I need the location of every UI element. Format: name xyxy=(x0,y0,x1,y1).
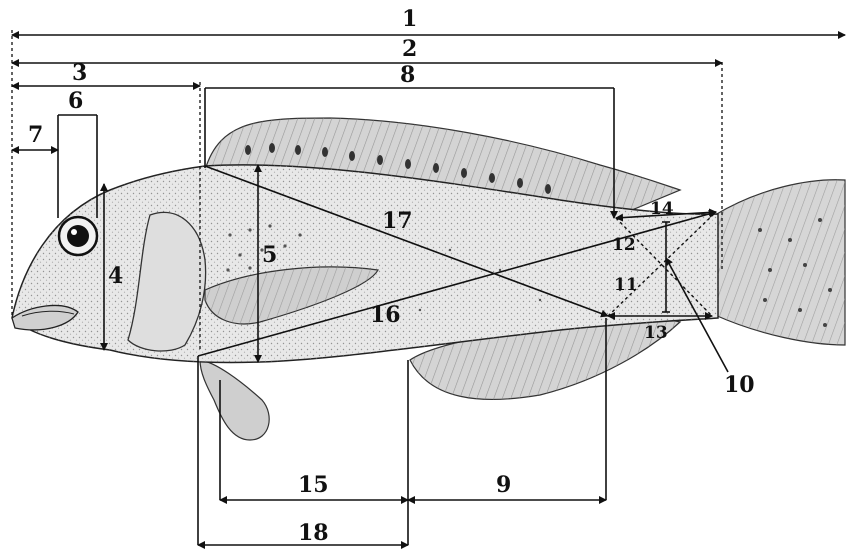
label-6: 6 xyxy=(68,88,83,114)
label-4: 4 xyxy=(108,263,123,289)
pelvic-fin xyxy=(200,360,269,440)
label-3: 3 xyxy=(72,60,87,86)
label-1: 1 xyxy=(402,6,417,32)
label-13: 13 xyxy=(644,323,668,343)
label-12: 12 xyxy=(612,235,636,255)
fish-illustration xyxy=(12,118,845,440)
label-18: 18 xyxy=(298,520,329,546)
label-8: 8 xyxy=(400,62,415,88)
label-14: 14 xyxy=(650,199,674,219)
label-10: 10 xyxy=(724,372,755,398)
label-15: 15 xyxy=(298,472,329,498)
label-16: 16 xyxy=(370,302,401,328)
label-7: 7 xyxy=(28,122,43,148)
label-5: 5 xyxy=(262,242,277,268)
label-9: 9 xyxy=(496,472,511,498)
label-17: 17 xyxy=(382,208,413,234)
eye xyxy=(59,217,97,255)
label-11: 11 xyxy=(614,275,638,295)
label-2: 2 xyxy=(402,36,417,62)
